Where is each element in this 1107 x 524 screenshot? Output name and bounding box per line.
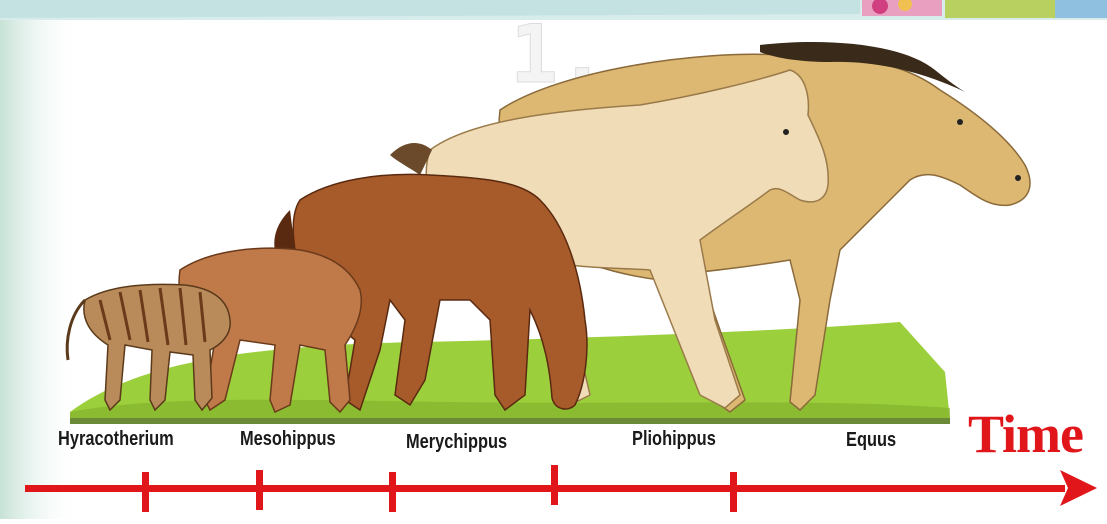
timeline-tick-merychippus bbox=[389, 472, 396, 512]
timeline-tick-mesohippus bbox=[256, 470, 263, 510]
timeline-tick-hyracotherium bbox=[142, 472, 149, 512]
timeline-tick-equus bbox=[730, 472, 737, 512]
label-hyracotherium: Hyracotherium bbox=[58, 428, 174, 451]
label-pliohippus: Pliohippus bbox=[632, 428, 716, 451]
timeline-arrow bbox=[25, 465, 1097, 512]
timeline-shaft bbox=[25, 485, 1065, 492]
label-merychippus: Merychippus bbox=[406, 431, 507, 454]
label-equus: Equus bbox=[846, 429, 896, 452]
label-mesohippus: Mesohippus bbox=[240, 428, 336, 451]
ground-edge bbox=[70, 418, 950, 424]
time-axis-label: Time bbox=[968, 403, 1083, 465]
timeline-arrowhead bbox=[1060, 470, 1097, 506]
timeline-tick-pliohippus bbox=[551, 465, 558, 505]
top-right-decoration bbox=[862, 0, 1107, 18]
